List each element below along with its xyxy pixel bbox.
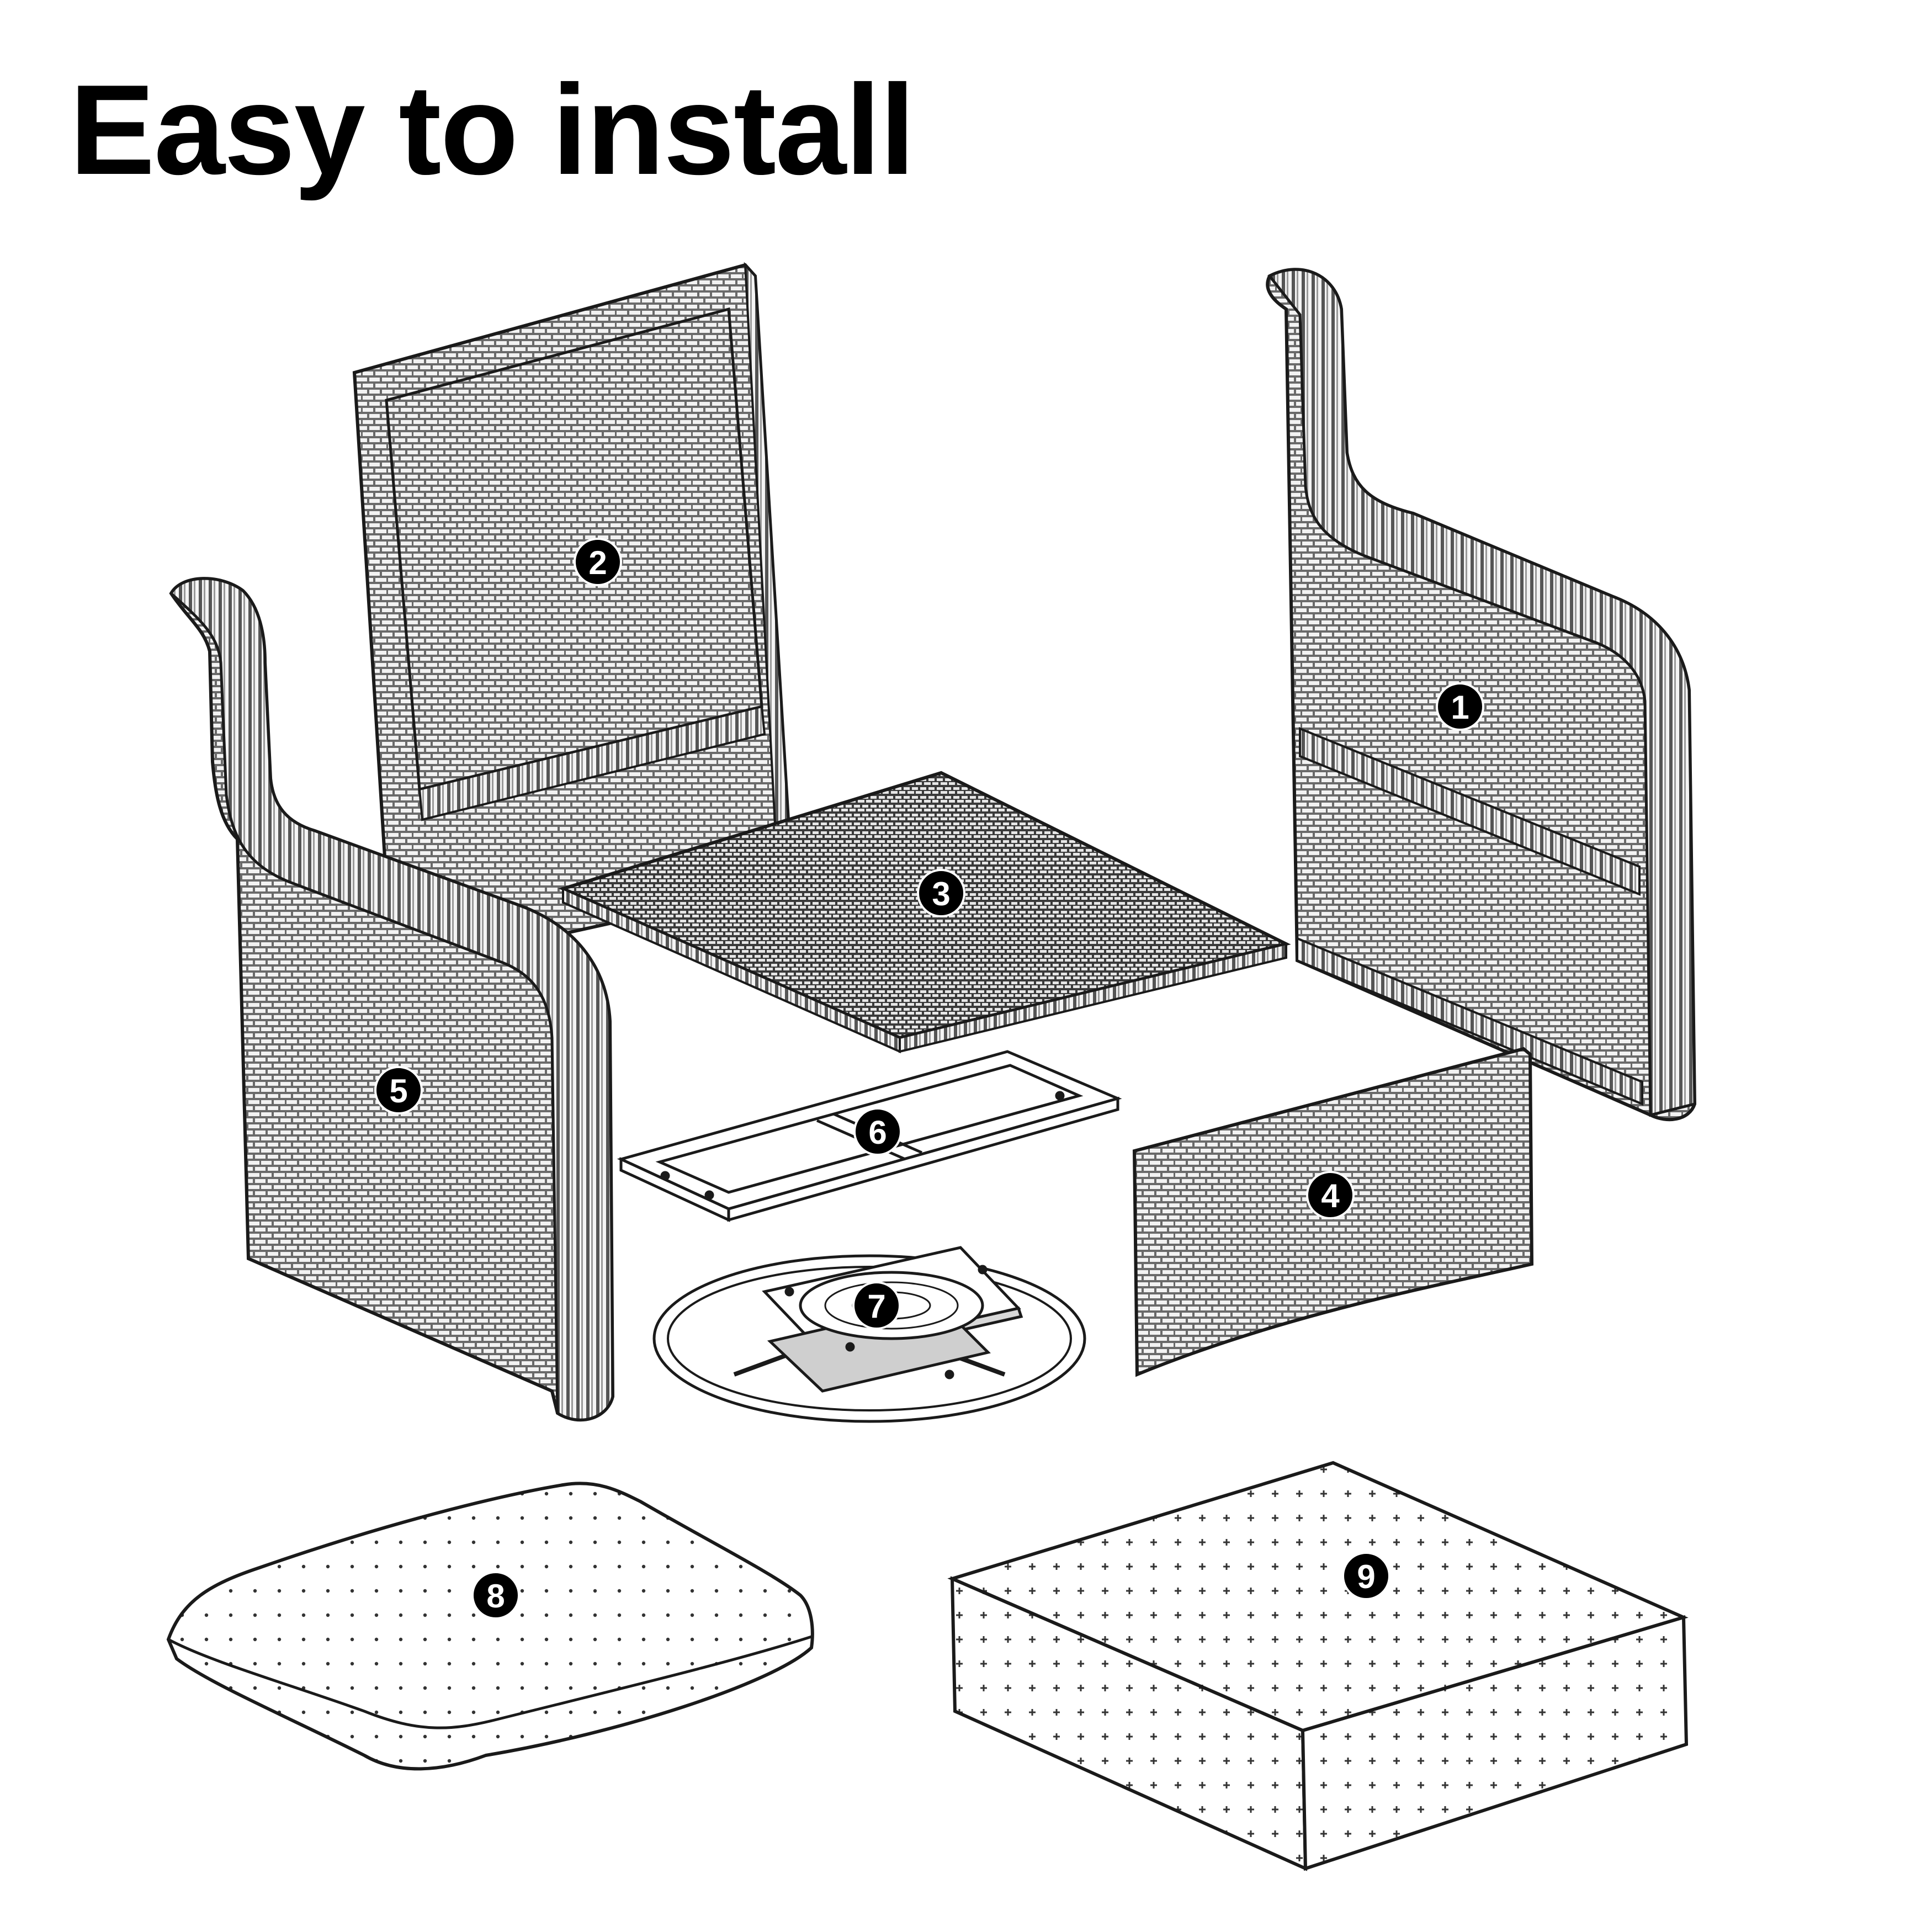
part-badge-1: 1 xyxy=(1436,682,1484,731)
part-badge-8: 8 xyxy=(471,1571,520,1620)
svg-text:5: 5 xyxy=(389,1073,407,1110)
part-badge-2: 2 xyxy=(574,538,622,586)
svg-text:9: 9 xyxy=(1357,1558,1375,1595)
svg-text:2: 2 xyxy=(588,544,607,581)
part-9-seat-cushion xyxy=(947,1461,1689,1871)
svg-text:3: 3 xyxy=(932,875,950,912)
part-badge-9: 9 xyxy=(1342,1552,1390,1600)
part-5-left-armrest xyxy=(169,577,615,1422)
page-title: Easy to install xyxy=(70,59,915,201)
part-badge-6: 6 xyxy=(853,1107,902,1156)
part-badge-7: 7 xyxy=(852,1281,901,1330)
svg-text:7: 7 xyxy=(867,1288,885,1325)
part-badge-4: 4 xyxy=(1306,1171,1355,1219)
svg-text:1: 1 xyxy=(1451,689,1469,726)
part-badge-5: 5 xyxy=(374,1066,423,1114)
part-8-back-cushion xyxy=(166,1482,814,1771)
part-badge-3: 3 xyxy=(917,869,965,917)
svg-text:4: 4 xyxy=(1321,1177,1340,1214)
svg-text:6: 6 xyxy=(868,1114,887,1151)
part-7-swivel-base xyxy=(652,1246,1086,1423)
svg-text:8: 8 xyxy=(486,1578,505,1615)
